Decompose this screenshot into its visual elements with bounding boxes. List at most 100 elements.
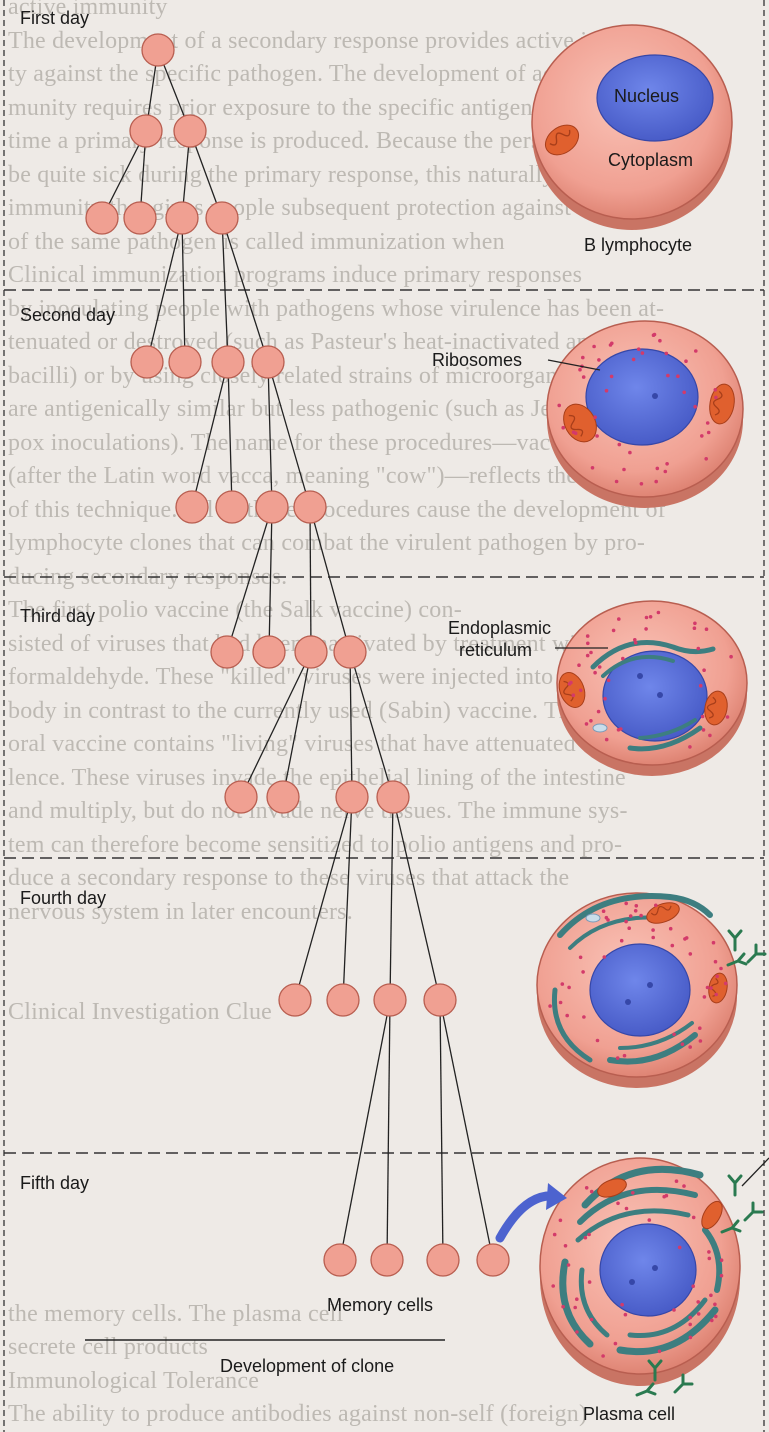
- ribosome-dot: [641, 351, 645, 355]
- ribosome-dot: [657, 611, 661, 615]
- ribosome-dot: [553, 1233, 557, 1237]
- ribosome-dot: [637, 347, 641, 351]
- ribosome-dot: [618, 443, 622, 447]
- ribosome-dot: [589, 719, 593, 723]
- ribosome-dot: [700, 434, 704, 438]
- ribosome-dot: [561, 982, 565, 986]
- ribosome-dot: [617, 617, 621, 621]
- ribosome-dot: [606, 918, 610, 922]
- ribosome-dot: [551, 1284, 555, 1288]
- ribosome-dot: [708, 1257, 712, 1261]
- ribosome-dot: [579, 956, 583, 960]
- stage-label-fourth-day: Fourth day: [20, 888, 106, 909]
- b-lymphocyte-label: B lymphocyte: [584, 235, 692, 256]
- plasma-cell: [540, 1158, 762, 1395]
- ribosome-dot: [689, 952, 693, 956]
- ribosome-dot: [589, 651, 593, 655]
- ribosome-dot: [714, 388, 718, 392]
- ribosome-dot: [714, 1315, 718, 1319]
- ribosome-dot: [633, 638, 637, 642]
- ribosome-dot: [662, 1195, 666, 1199]
- ribosome-dot: [644, 627, 648, 631]
- ribosome-dot: [666, 374, 670, 378]
- ribosome-dot: [664, 470, 668, 474]
- ribosome-dot: [693, 622, 697, 626]
- ribosome-dot: [569, 681, 573, 685]
- ribosome-dot: [593, 415, 597, 419]
- ribosome-dot: [607, 679, 611, 683]
- ribosome-dot: [614, 1342, 618, 1346]
- ribosome-dot: [579, 689, 583, 693]
- ribosome-dot: [605, 738, 609, 742]
- ribosome-dot: [586, 634, 590, 638]
- ribosome-dot: [581, 356, 585, 360]
- ribosome-dot: [701, 715, 705, 719]
- ribosome-dot: [585, 722, 589, 726]
- ribosome-dot: [591, 466, 595, 470]
- developing-plasma-cell: [537, 893, 765, 1088]
- ribosome-dot: [590, 1190, 594, 1194]
- ribosome-dot: [699, 1039, 703, 1043]
- ribosome-dot: [581, 970, 585, 974]
- ribosome-dot: [694, 349, 698, 353]
- ribosome-dot: [665, 462, 669, 466]
- ribosome-dot: [627, 926, 631, 930]
- ribosome-dot: [577, 663, 581, 667]
- er-label-line1: Endoplasmic: [448, 618, 551, 639]
- ribosome-dot: [597, 358, 601, 362]
- ribosome-dot: [574, 431, 578, 435]
- ribosome-dot: [632, 358, 636, 362]
- ribosome-dot: [559, 1001, 563, 1005]
- ribosome-dot: [628, 451, 632, 455]
- ribosome-dot: [696, 1300, 700, 1304]
- ribosome-dot: [584, 1236, 588, 1240]
- ribosome-dot: [692, 1216, 696, 1220]
- ribosome-dot: [715, 975, 719, 979]
- ribosome-dot: [620, 1303, 624, 1307]
- ribosome-dot: [567, 986, 571, 990]
- ribosome-dot: [648, 1218, 652, 1222]
- ribosome-dot: [697, 647, 701, 651]
- ribosome-dot: [678, 1246, 682, 1250]
- nucleus: [600, 1224, 696, 1316]
- ribosome-dot: [612, 629, 616, 633]
- ribosome-dot: [623, 1054, 627, 1058]
- ribosome-dot: [724, 982, 728, 986]
- ribosome-dot: [621, 657, 625, 661]
- ribosome-dot: [603, 955, 607, 959]
- ribosome-dot: [726, 715, 730, 719]
- ribosome-dot: [703, 995, 707, 999]
- ribosome-dot: [609, 343, 613, 347]
- ribosome-dot: [567, 1263, 571, 1267]
- ribosome-dot: [653, 333, 657, 337]
- ribosome-dot: [586, 654, 590, 658]
- ribosome-dot: [707, 1250, 711, 1254]
- ribosome-dot: [578, 368, 582, 372]
- ribosome-dot: [616, 1056, 620, 1060]
- ribosome-dot: [672, 1308, 676, 1312]
- ribosome-dot: [640, 482, 644, 486]
- ribosome-dot: [689, 1336, 693, 1340]
- stage-label-third-day: Third day: [20, 606, 95, 627]
- ribosome-dot: [720, 1258, 724, 1262]
- b-lymphocyte-cell: [532, 25, 732, 230]
- ribosome-dot: [610, 375, 614, 379]
- ribosome-dot: [706, 986, 710, 990]
- ribosome-dot: [595, 434, 599, 438]
- ribosome-dot: [592, 345, 596, 349]
- ribosome-dot: [676, 374, 680, 378]
- stage-label-first-day: First day: [20, 8, 89, 29]
- ribosome-dot: [705, 627, 709, 631]
- ribosome-dot: [639, 914, 643, 918]
- ribosome-dot: [619, 727, 623, 731]
- ribosome-dot: [620, 939, 624, 943]
- ribosome-dot: [590, 1318, 594, 1322]
- ribosome-dot: [688, 1316, 692, 1320]
- ribosome-dot: [688, 1045, 692, 1049]
- ribosome-dot: [557, 404, 561, 408]
- ribosome-dot: [658, 339, 662, 343]
- ribosome-dot: [582, 375, 586, 379]
- ribosome-dot: [575, 1330, 579, 1334]
- ribosome-cell: [547, 321, 743, 508]
- ribosome-dot: [561, 426, 565, 430]
